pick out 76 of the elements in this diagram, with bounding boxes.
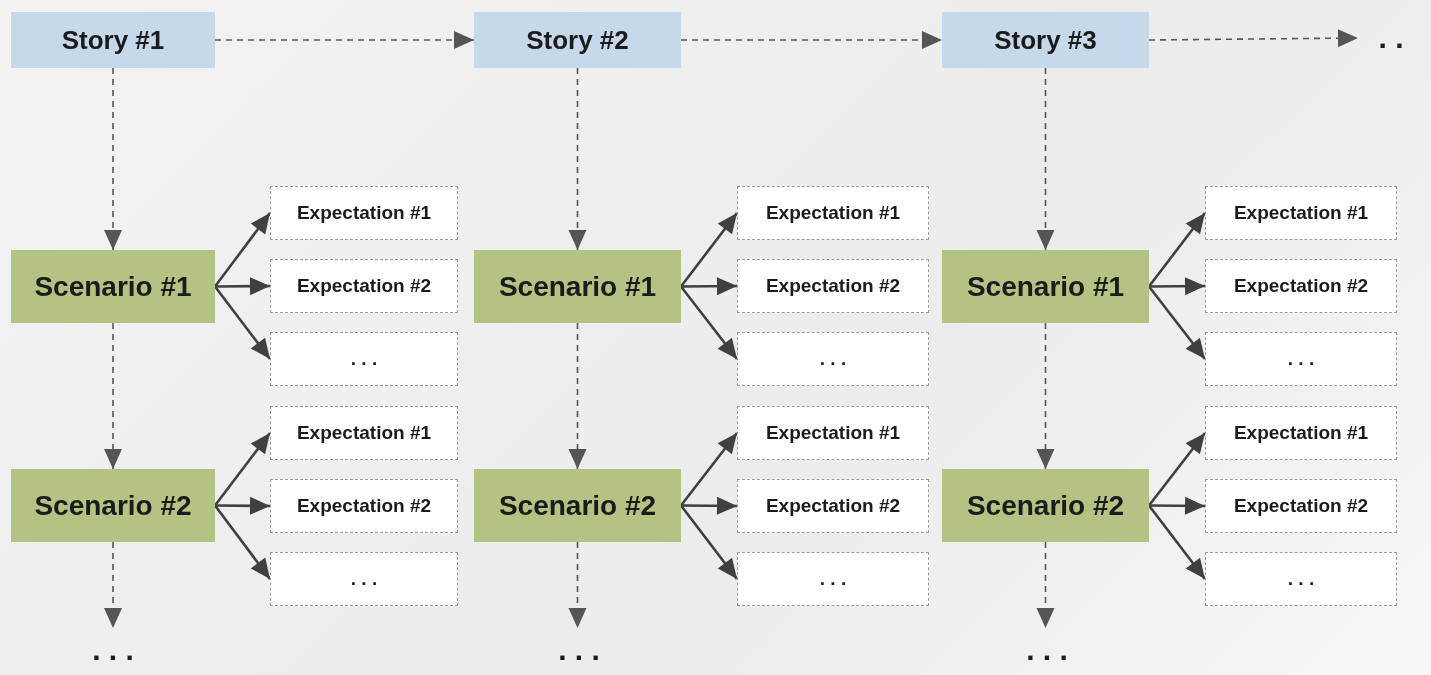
expectation-label: . . . — [819, 568, 847, 590]
arrow — [215, 496, 270, 515]
expectation-label: . . . — [1287, 568, 1315, 590]
story-box — [942, 12, 1149, 68]
expectation-box — [737, 259, 929, 313]
expectation-box — [270, 479, 458, 533]
node-label: Scenario #2 — [34, 489, 192, 522]
story-box — [474, 12, 681, 68]
expectation-label: Expectation #2 — [765, 495, 901, 517]
expectation-label: Expectation #2 — [1233, 275, 1369, 297]
arrow — [1036, 541, 1055, 629]
scenario-box — [942, 250, 1149, 323]
scenario-box — [474, 250, 681, 323]
expectation-label: . . . — [350, 348, 378, 370]
node-label: Scenario #1 — [498, 270, 657, 303]
scenario-box — [11, 250, 215, 323]
arrow — [568, 541, 587, 629]
arrow — [1149, 496, 1205, 515]
expectation-label: Expectation #2 — [296, 495, 432, 517]
expectation-box — [1205, 332, 1397, 386]
expectation-label: Expectation #2 — [765, 275, 901, 297]
expectation-box — [1205, 552, 1397, 606]
expectation-box — [270, 332, 458, 386]
node-label: . . — [1378, 21, 1404, 55]
arrow — [104, 541, 122, 629]
expectation-label: Expectation #2 — [296, 275, 432, 297]
expectation-label: . . . — [819, 348, 847, 370]
expectation-box — [270, 552, 458, 606]
expectation-label: Expectation #1 — [765, 422, 901, 444]
arrow — [680, 31, 943, 49]
node-label: Scenario #1 — [966, 270, 1125, 303]
expectation-box — [1205, 406, 1397, 460]
arrow — [681, 277, 737, 296]
arrow — [1148, 29, 1359, 48]
expectation-box — [1205, 259, 1397, 313]
expectation-label: . . . — [1287, 348, 1315, 370]
arrow — [104, 67, 122, 251]
scenario-box — [942, 469, 1149, 542]
expectation-box — [1205, 186, 1397, 240]
expectation-label: Expectation #1 — [765, 202, 901, 224]
arrow — [215, 277, 270, 296]
arrow — [104, 322, 122, 470]
expectation-label: Expectation #2 — [1233, 495, 1369, 517]
arrow — [214, 31, 475, 49]
expectation-box — [270, 186, 458, 240]
story-box — [11, 12, 215, 68]
node-label: Scenario #2 — [966, 489, 1125, 522]
expectation-box — [270, 259, 458, 313]
node-label: Scenario #1 — [34, 270, 192, 303]
expectation-label: Expectation #1 — [1233, 422, 1369, 444]
expectation-box — [737, 479, 929, 533]
node-label: . . . — [1026, 633, 1068, 667]
expectation-box — [737, 186, 929, 240]
node-label: Scenario #2 — [498, 489, 657, 522]
expectation-box — [1205, 479, 1397, 533]
expectation-box — [737, 406, 929, 460]
arrow — [1036, 322, 1055, 470]
expectation-box — [737, 332, 929, 386]
arrow — [568, 322, 587, 470]
expectation-box — [270, 406, 458, 460]
node-label: Story #2 — [526, 24, 629, 56]
arrow — [568, 67, 587, 251]
scenario-box — [11, 469, 215, 542]
expectation-label: Expectation #1 — [296, 202, 432, 224]
node-label: . . . — [558, 633, 600, 667]
node-label: Story #3 — [994, 24, 1097, 56]
node-label: . . . — [92, 633, 134, 667]
expectation-label: Expectation #1 — [296, 422, 432, 444]
expectation-label: Expectation #1 — [1233, 202, 1369, 224]
expectation-box — [737, 552, 929, 606]
arrow — [1036, 67, 1055, 251]
node-label: Story #1 — [61, 24, 165, 56]
scenario-box — [474, 469, 681, 542]
expectation-label: . . . — [350, 568, 378, 590]
arrow — [681, 496, 737, 515]
arrow — [1149, 277, 1205, 296]
